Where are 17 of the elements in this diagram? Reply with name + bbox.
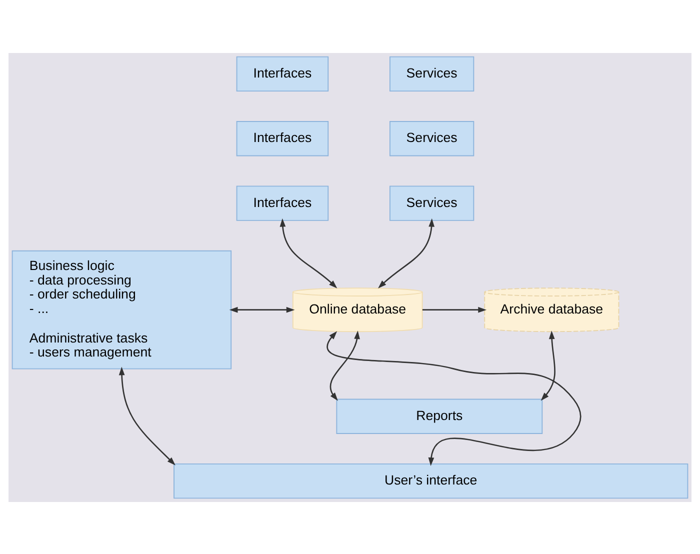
node-box: Services <box>389 185 474 220</box>
arrow <box>229 306 295 312</box>
node-box: Services <box>389 120 474 156</box>
arrow <box>330 330 360 400</box>
arrow <box>540 330 556 400</box>
node-box: Business logic - data processing - order scheduling - ... Administrative tasks - users management <box>12 250 232 369</box>
node-box: User’s interface <box>174 462 688 498</box>
arrow <box>422 306 487 312</box>
arrow <box>118 366 176 465</box>
arrow <box>280 218 338 288</box>
node-box: Interfaces <box>236 185 329 220</box>
node-box: Reports <box>336 398 543 434</box>
arrow <box>327 330 582 466</box>
node-box: Interfaces <box>236 120 329 156</box>
arrow <box>378 218 434 288</box>
node-box: Interfaces <box>236 56 329 92</box>
node-box: Services <box>389 56 474 92</box>
